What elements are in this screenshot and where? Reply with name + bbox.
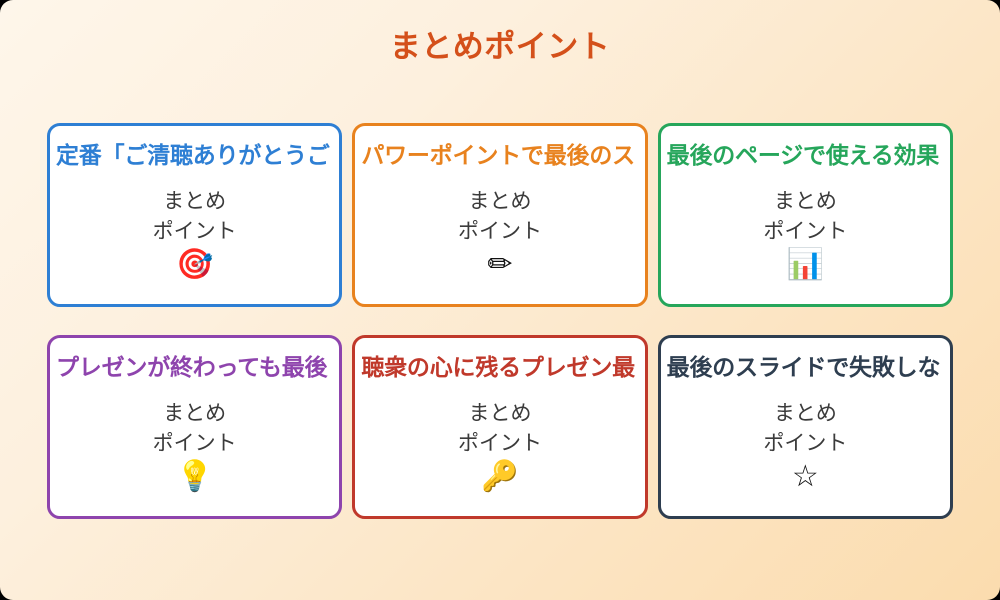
summary-card-title: パワーポイントで最後のス (361, 142, 635, 168)
summary-card-body: まとめ ポイント (457, 401, 542, 456)
summary-card-title: 最後のスライドで失敗しな (666, 354, 941, 380)
summary-point-card-grid: 定番「ご清聴ありがとうご まとめ ポイント 🎯 パワーポイントで最後のス まとめ… (47, 123, 953, 519)
page-title: まとめポイント (389, 29, 611, 64)
key-icon: 🔑 (481, 458, 519, 494)
summary-card[interactable]: 聴衆の心に残るプレゼン最 まとめ ポイント 🔑 (352, 335, 648, 519)
dart-target-icon: 🎯 (175, 246, 214, 282)
summary-card[interactable]: 最後のスライドで失敗しな まとめ ポイント ☆ (657, 335, 953, 519)
summary-card[interactable]: 最後のページで使える効果 まとめ ポイント 📊 (657, 123, 953, 307)
summary-card-body: まとめ ポイント (152, 401, 237, 456)
summary-card[interactable]: パワーポイントで最後のス まとめ ポイント ✏ (352, 123, 648, 307)
summary-card-title: 最後のページで使える効果 (666, 142, 940, 168)
star-icon: ☆ (791, 458, 819, 494)
summary-card[interactable]: 定番「ご清聴ありがとうご まとめ ポイント 🎯 (47, 123, 343, 307)
bar-chart-icon: 📊 (786, 246, 824, 282)
pencil-icon: ✏ (487, 246, 513, 282)
summary-card-body: まとめ ポイント (763, 401, 848, 456)
summary-card[interactable]: プレゼンが終わっても最後 まとめ ポイント 💡 (47, 335, 343, 519)
summary-card-body: まとめ ポイント (763, 189, 848, 244)
summary-card-title: 聴衆の心に残るプレゼン最 (361, 354, 635, 380)
summary-card-title: プレゼンが終わっても最後 (56, 354, 328, 380)
summary-card-body: まとめ ポイント (152, 189, 237, 244)
lightbulb-icon: 💡 (175, 458, 214, 494)
summary-card-body: まとめ ポイント (457, 189, 542, 244)
summary-card-title: 定番「ご清聴ありがとうご (56, 142, 330, 168)
